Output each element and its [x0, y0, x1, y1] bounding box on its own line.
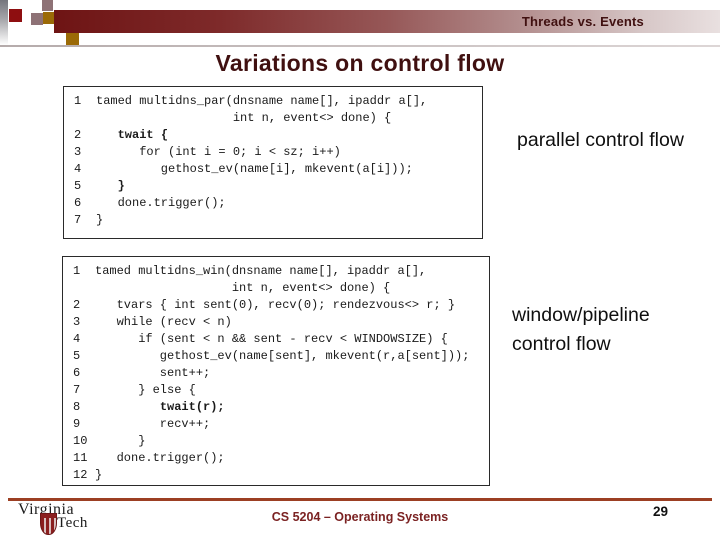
code-line: 4 gethost_ev(name[i], mkevent(a[i]));	[74, 161, 478, 178]
page-number: 29	[653, 504, 669, 519]
line-number: 6	[74, 196, 82, 210]
logo-tech-text: Tech	[57, 515, 88, 531]
decoration-square-mauve-mid	[31, 13, 43, 25]
line-number: 1	[73, 264, 81, 278]
line-number: 11	[73, 451, 88, 465]
code-text: while (recv < n)	[95, 315, 232, 329]
code-text: }	[117, 179, 125, 193]
line-number: 4	[73, 332, 81, 346]
code-line: 8 twait(r);	[73, 399, 485, 416]
decoration-square-mauve-top	[42, 0, 53, 11]
code-line: 3 for (int i = 0; i < sz; i++)	[74, 144, 478, 161]
code-line: 2 twait {	[74, 127, 478, 144]
code-text: for (int i = 0; i < sz; i++)	[96, 145, 341, 159]
code-line: 10 }	[73, 433, 485, 450]
line-number: 10	[73, 434, 88, 448]
banner-underline	[0, 45, 720, 47]
code-text: done.trigger();	[96, 196, 226, 210]
code-line: 11 done.trigger();	[73, 450, 485, 467]
code-line: 5 }	[74, 178, 478, 195]
header-tag: Threads vs. Events	[521, 14, 644, 29]
code-text: int n, event<> done) {	[96, 111, 392, 125]
code-line: 3 while (recv < n)	[73, 314, 485, 331]
code-line: 6 sent++;	[73, 365, 485, 382]
vt-logo: Virginia Tech	[16, 500, 106, 540]
code-text: done.trigger();	[95, 451, 225, 465]
line-number: 12	[73, 468, 88, 482]
line-number: 3	[74, 145, 82, 159]
line-number: 7	[73, 383, 81, 397]
line-number: 9	[73, 417, 81, 431]
decoration-square-gold-1	[43, 12, 55, 24]
line-number: 2	[73, 298, 81, 312]
code-text: tamed multidns_par(dnsname name[], ipadd…	[96, 94, 428, 108]
banner-bar: Threads vs. Events	[54, 10, 720, 33]
code-line: 4 if (sent < n && sent - recv < WINDOWSI…	[73, 331, 485, 348]
vt-shield-icon	[40, 513, 57, 535]
code-text: if (sent < n && sent - recv < WINDOWSIZE…	[95, 332, 448, 346]
code-text: }	[96, 213, 104, 227]
annotation-parallel: parallel control flow	[517, 129, 684, 151]
line-number: 5	[73, 349, 81, 363]
slide-title: Variations on control flow	[215, 50, 505, 76]
code-box-window: 1 tamed multidns_win(dnsname name[], ipad…	[62, 256, 490, 486]
code-text: int n, event<> done) {	[95, 281, 391, 295]
decoration-square-gold-2	[66, 33, 79, 46]
code-line: int n, event<> done) {	[73, 280, 485, 297]
line-number: 2	[74, 128, 82, 142]
code-line: 1 tamed multidns_win(dnsname name[], ipad…	[73, 263, 485, 280]
line-number: 7	[74, 213, 82, 227]
code-line: 5 gethost_ev(name[sent], mkevent(r,a[sen…	[73, 348, 485, 365]
footer-rule	[8, 498, 712, 501]
code-box-parallel: 1 tamed multidns_par(dnsname name[], ipad…	[63, 86, 483, 239]
code-line: 2 tvars { int sent(0), recv(0); rendezvo…	[73, 297, 485, 314]
decoration-square-red	[9, 9, 22, 22]
line-number: 8	[73, 400, 81, 414]
code-text: tamed multidns_win(dnsname name[], ipadd…	[95, 264, 427, 278]
code-line: 7 } else {	[73, 382, 485, 399]
code-text: twait(r);	[159, 400, 225, 414]
code-text: gethost_ev(name[i], mkevent(a[i]));	[96, 162, 413, 176]
footer-course: CS 5204 – Operating Systems	[271, 510, 449, 524]
code-text: }	[95, 468, 103, 482]
code-text: sent++;	[95, 366, 211, 380]
line-number: 6	[73, 366, 81, 380]
code-text: tvars { int sent(0), recv(0); rendezvous…	[95, 298, 456, 312]
code-line: 1 tamed multidns_par(dnsname name[], ipad…	[74, 93, 478, 110]
line-number: 1	[74, 94, 82, 108]
line-number: 4	[74, 162, 82, 176]
logo-virginia-text: Virginia	[18, 501, 75, 518]
code-line: int n, event<> done) {	[74, 110, 478, 127]
code-line: 7}	[74, 212, 478, 229]
code-text: twait {	[117, 128, 169, 142]
code-text: gethost_ev(name[sent], mkevent(r,a[sent]…	[95, 349, 470, 363]
code-text: } else {	[95, 383, 196, 397]
code-line: 6 done.trigger();	[74, 195, 478, 212]
line-number: 5	[74, 179, 82, 193]
left-gradient-strip	[0, 0, 8, 45]
code-line: 12}	[73, 467, 485, 484]
line-number: 3	[73, 315, 81, 329]
code-text: }	[95, 434, 146, 448]
code-line: 9 recv++;	[73, 416, 485, 433]
annotation-window: window/pipeline control flow	[512, 304, 650, 355]
code-text: recv++;	[95, 417, 211, 431]
